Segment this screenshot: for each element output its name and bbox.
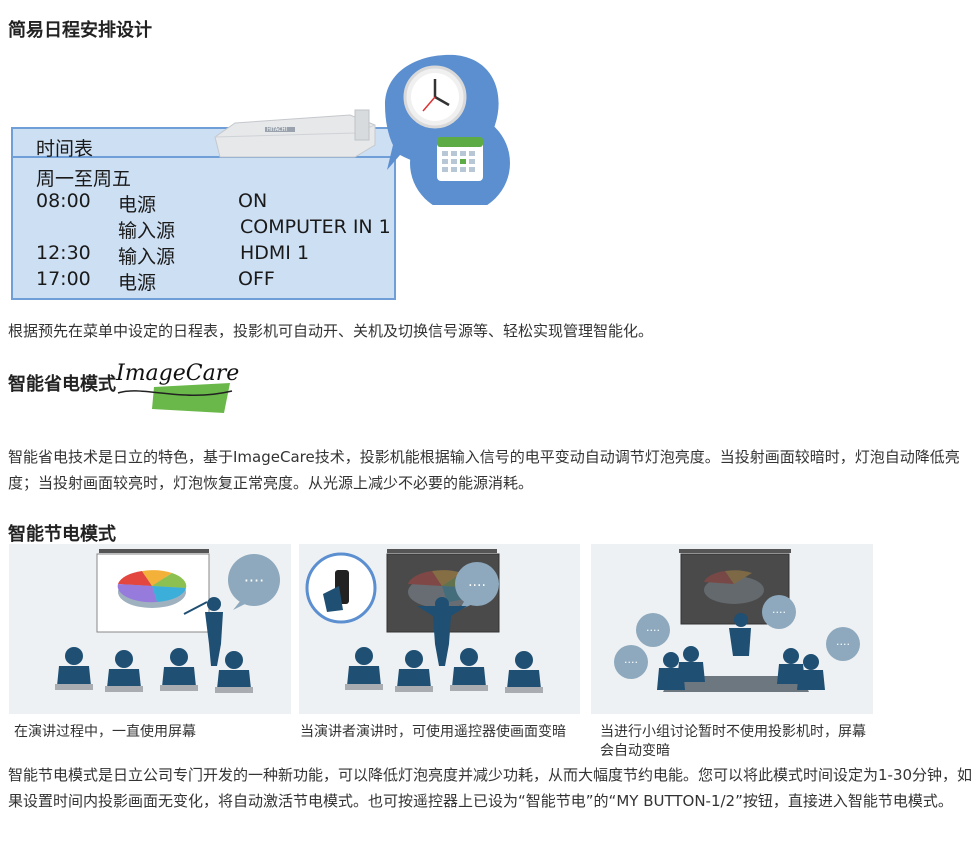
- schedule-item: 输入源: [118, 246, 176, 268]
- schedule-divider: [11, 156, 396, 158]
- svg-text:····: ····: [244, 571, 264, 590]
- svg-text:HITACHI: HITACHI: [267, 127, 287, 133]
- schedule-value: OFF: [238, 268, 275, 290]
- schedule-heading: 时间表: [36, 138, 94, 160]
- pie-chart-icon: [117, 570, 187, 608]
- imagecare-logo: [117, 383, 233, 413]
- scene-caption: 当演讲者演讲时，可使用遥控器使画面变暗: [300, 724, 566, 740]
- svg-text:····: ····: [836, 638, 850, 651]
- schedule-value: ON: [238, 190, 268, 212]
- imagecare-logo-text: ImageCare: [116, 361, 240, 386]
- scene-caption: 在演讲过程中，一直使用屏幕: [14, 724, 196, 740]
- schedule-description: 根据预先在菜单中设定的日程表，投影机可自动开、关机及切换信号源等、轻松实现管理智…: [8, 322, 654, 340]
- schedule-time: 12:30: [36, 242, 91, 264]
- scene-presentation: ····: [9, 544, 291, 714]
- svg-text:····: ····: [772, 606, 786, 619]
- schedule-item: 电源: [118, 272, 157, 294]
- projector-illustration: HITACHI: [214, 54, 510, 205]
- scene-group-discussion: ···· ···· ···· ····: [591, 544, 873, 714]
- section-title-smart-saving: 智能节电模式: [8, 524, 116, 545]
- schedule-subheading: 周一至周五: [36, 168, 132, 190]
- schedule-item: 输入源: [118, 220, 176, 242]
- schedule-item: 电源: [118, 194, 157, 216]
- imagecare-description: 智能省电技术是日立的特色，基于ImageCare技术，投影机能根据输入信号的电平…: [8, 448, 960, 492]
- schedule-value: COMPUTER IN 1: [240, 216, 391, 238]
- schedule-value: HDMI 1: [240, 242, 310, 264]
- calendar-icon: [437, 137, 483, 181]
- svg-text:····: ····: [624, 656, 638, 669]
- schedule-time: 17:00: [36, 268, 91, 290]
- projector-icon: HITACHI: [214, 109, 376, 158]
- schedule-time: 08:00: [36, 190, 91, 212]
- section-title-schedule: 简易日程安排设计: [8, 20, 152, 41]
- smart-saving-description: 智能节电模式是日立公司专门开发的一种新功能，可以降低灯泡亮度并减少功耗，从而大幅…: [8, 766, 973, 810]
- svg-text:····: ····: [646, 624, 660, 637]
- svg-text:····: ····: [468, 578, 486, 594]
- scene-remote-dim: ····: [299, 544, 580, 714]
- section-title-imagecare: 智能省电模式: [8, 374, 116, 395]
- scene-caption: 当进行小组讨论暂时不使用投影机时，屏幕会自动变暗: [600, 724, 866, 759]
